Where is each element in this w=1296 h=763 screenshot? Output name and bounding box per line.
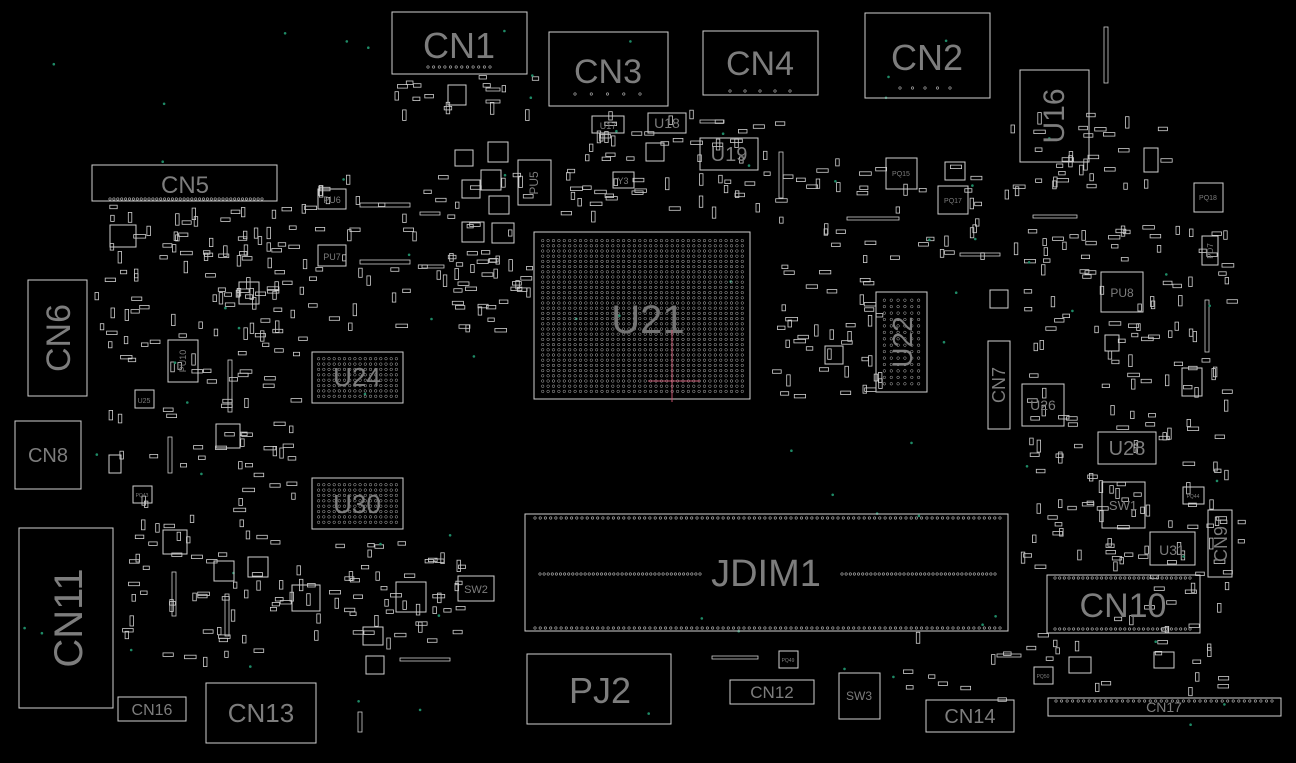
component-PQ17[interactable]: PQ17 xyxy=(937,185,969,215)
component-PQ43[interactable]: PQ43 xyxy=(132,485,153,504)
svg-text:CN7: CN7 xyxy=(989,367,1009,403)
svg-text:Y3: Y3 xyxy=(617,176,628,186)
svg-text:PU5: PU5 xyxy=(527,171,541,195)
svg-text:CN3: CN3 xyxy=(574,53,642,91)
component-CN16[interactable]: CN16 xyxy=(117,696,187,722)
svg-text:CN6: CN6 xyxy=(40,304,78,372)
svg-text:CN16: CN16 xyxy=(132,702,173,719)
component-CN9[interactable]: CN9 xyxy=(1207,509,1233,578)
svg-text:CN12: CN12 xyxy=(750,683,793,702)
component-U24[interactable]: U24 xyxy=(311,351,404,404)
component-SW2[interactable]: SW2 xyxy=(457,575,495,602)
svg-text:U24: U24 xyxy=(333,362,381,392)
component-PU7[interactable]: PU7 xyxy=(317,244,347,267)
component-CN2[interactable]: CN2 xyxy=(864,12,991,99)
svg-text:U17: U17 xyxy=(600,121,617,131)
component-PD7[interactable]: PD7 xyxy=(1201,235,1219,266)
svg-text:CN1: CN1 xyxy=(423,25,495,66)
component-SW1[interactable]: SW1 xyxy=(1101,481,1146,529)
component-CN5[interactable]: CN5 xyxy=(91,164,278,202)
component-CN10[interactable]: CN10 xyxy=(1046,574,1201,634)
svg-text:U18: U18 xyxy=(654,115,680,131)
svg-text:CN5: CN5 xyxy=(161,172,209,199)
svg-text:PD7: PD7 xyxy=(1206,243,1215,259)
svg-text:U31: U31 xyxy=(1159,542,1185,558)
svg-text:CN13: CN13 xyxy=(228,698,294,728)
component-U30[interactable]: U30 xyxy=(311,477,404,530)
svg-text:U25: U25 xyxy=(138,398,151,405)
component-U16[interactable]: U16 xyxy=(1019,69,1090,163)
component-U26[interactable]: U26 xyxy=(1021,383,1065,427)
svg-text:PU7: PU7 xyxy=(323,252,341,262)
svg-text:PQ15: PQ15 xyxy=(892,171,910,178)
component-CN11[interactable]: CN11 xyxy=(18,527,114,709)
svg-text:CN11: CN11 xyxy=(47,568,91,667)
svg-text:PU10: PU10 xyxy=(178,350,188,373)
component-CN4[interactable]: CN4 xyxy=(702,30,819,96)
svg-text:CN4: CN4 xyxy=(726,45,794,83)
component-U25[interactable]: U25 xyxy=(134,389,155,409)
svg-text:U22: U22 xyxy=(887,316,918,367)
component-JDIM1[interactable]: JDIM1 xyxy=(524,513,1009,632)
component-CN3[interactable]: CN3 xyxy=(548,31,669,107)
component-CN12[interactable]: CN12 xyxy=(729,679,815,705)
svg-text:CN17: CN17 xyxy=(1146,699,1182,715)
component-U19[interactable]: U19 xyxy=(699,137,759,171)
svg-text:SW3: SW3 xyxy=(846,689,872,703)
svg-text:PU8: PU8 xyxy=(1110,286,1134,300)
component-CN7[interactable]: CN7 xyxy=(987,340,1011,430)
component-PQ44[interactable]: PQ44 xyxy=(1182,486,1205,505)
svg-text:U19: U19 xyxy=(711,144,748,166)
svg-text:CN9: CN9 xyxy=(1211,526,1231,562)
component-CN1[interactable]: CN1 xyxy=(391,11,528,75)
component-CN8[interactable]: CN8 xyxy=(14,420,82,490)
component-PQ18[interactable]: PQ18 xyxy=(1193,182,1224,213)
svg-text:PU6: PU6 xyxy=(323,195,341,205)
component-U31[interactable]: U31 xyxy=(1149,531,1196,566)
svg-text:PQ43: PQ43 xyxy=(136,493,149,499)
component-PJ2[interactable]: PJ2 xyxy=(526,653,672,725)
component-CN6[interactable]: CN6 xyxy=(27,279,88,397)
component-PQ15[interactable]: PQ15 xyxy=(885,157,918,190)
component-PU8[interactable]: PU8 xyxy=(1100,271,1144,313)
svg-text:U30: U30 xyxy=(333,489,381,519)
component-PQ50[interactable]: PQ50 xyxy=(1033,666,1054,685)
component-PU10[interactable]: PU10 xyxy=(167,339,199,383)
svg-text:PQ44: PQ44 xyxy=(1187,494,1200,500)
svg-text:SW2: SW2 xyxy=(464,584,488,596)
svg-text:CN8: CN8 xyxy=(28,445,68,467)
svg-text:PJ2: PJ2 xyxy=(569,670,631,711)
svg-text:CN2: CN2 xyxy=(891,37,963,78)
svg-text:PQ18: PQ18 xyxy=(1199,195,1217,202)
component-Y3[interactable]: Y3 xyxy=(612,171,635,189)
svg-text:SW1: SW1 xyxy=(1109,498,1137,513)
component-CN17[interactable]: CN17 xyxy=(1047,697,1282,717)
component-CN13[interactable]: CN13 xyxy=(205,682,317,744)
component-U21[interactable]: U21 xyxy=(533,231,751,402)
svg-text:PQ49: PQ49 xyxy=(782,658,795,664)
component-PU6[interactable]: PU6 xyxy=(317,188,347,210)
svg-text:U16: U16 xyxy=(1038,88,1071,143)
vias xyxy=(23,29,1226,726)
svg-text:PQ17: PQ17 xyxy=(944,198,962,205)
component-U22[interactable]: U22 xyxy=(875,291,928,393)
svg-text:U28: U28 xyxy=(1109,438,1146,460)
small-ic-group xyxy=(108,84,1203,675)
component-CN14[interactable]: CN14 xyxy=(925,699,1015,733)
component-PQ49[interactable]: PQ49 xyxy=(778,650,799,669)
svg-text:CN14: CN14 xyxy=(944,706,995,728)
component-U18[interactable]: U18 xyxy=(647,112,687,134)
component-U28[interactable]: U28 xyxy=(1097,431,1157,465)
svg-text:PQ50: PQ50 xyxy=(1037,674,1050,680)
component-PU5[interactable]: PU5 xyxy=(517,159,552,206)
component-SW3[interactable]: SW3 xyxy=(838,672,881,720)
svg-text:JDIM1: JDIM1 xyxy=(711,553,821,595)
svg-text:U21: U21 xyxy=(611,298,684,342)
svg-text:U26: U26 xyxy=(1030,397,1056,413)
svg-text:CN10: CN10 xyxy=(1080,587,1167,625)
component-U17[interactable]: U17 xyxy=(591,115,625,134)
